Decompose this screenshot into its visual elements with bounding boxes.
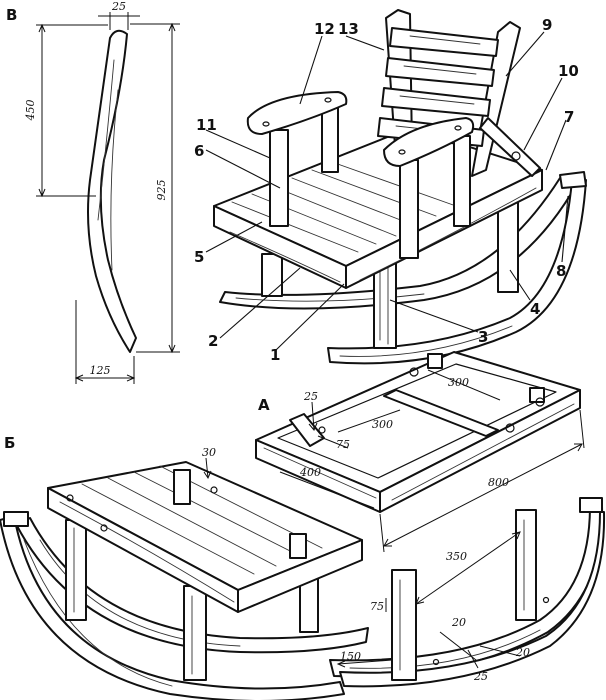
view-label-b: Б: [4, 434, 15, 452]
dim-frame-400: 400: [299, 466, 321, 479]
callout-6: 6: [194, 142, 204, 160]
dim-legs-150: 150: [340, 650, 361, 663]
assembled-chair: [213, 9, 587, 365]
callout-4: 4: [530, 300, 540, 318]
callout-7: 7: [564, 108, 574, 126]
runner-profile-view: [36, 12, 180, 384]
dim-runner-bottom-125: 125: [90, 364, 111, 377]
dim-frame-300-b: 300: [448, 376, 469, 389]
dim-seat-30: 30: [202, 446, 216, 459]
dim-frame-300-a: 300: [372, 418, 393, 431]
callout-10: 10: [558, 62, 579, 80]
dim-frame-75: 75: [336, 438, 350, 451]
view-label-a: А: [258, 396, 270, 414]
seat-assembly-view: [0, 457, 369, 700]
dim-legs-350: 350: [446, 550, 467, 563]
dim-runner-20-b: 20: [515, 646, 530, 659]
dim-frame-25: 25: [303, 390, 318, 403]
dim-runner-height-450: 450: [24, 100, 37, 122]
dim-runner-width-top: 25: [111, 0, 126, 13]
callout-8: 8: [556, 262, 566, 280]
callout-2: 2: [208, 332, 218, 350]
callout-12: 12: [314, 20, 335, 38]
callout-1: 1: [270, 346, 280, 364]
callout-9: 9: [542, 16, 552, 34]
runner-profile: [87, 29, 137, 353]
callout-5: 5: [194, 248, 204, 266]
callout-11: 11: [196, 116, 217, 134]
dim-runner-20-a: 20: [451, 616, 466, 629]
dim-runner-25: 25: [473, 670, 488, 683]
callout-13: 13: [338, 20, 359, 38]
view-label-v: В: [6, 6, 17, 24]
dim-frame-800: 800: [488, 476, 509, 489]
callout-3: 3: [478, 328, 488, 346]
base-frame-view: [255, 351, 585, 553]
callout-leaders: [205, 31, 569, 351]
legs-runner-view: [329, 497, 606, 688]
dim-legs-75: 75: [370, 600, 384, 613]
dim-runner-height-925: 925: [155, 180, 168, 201]
